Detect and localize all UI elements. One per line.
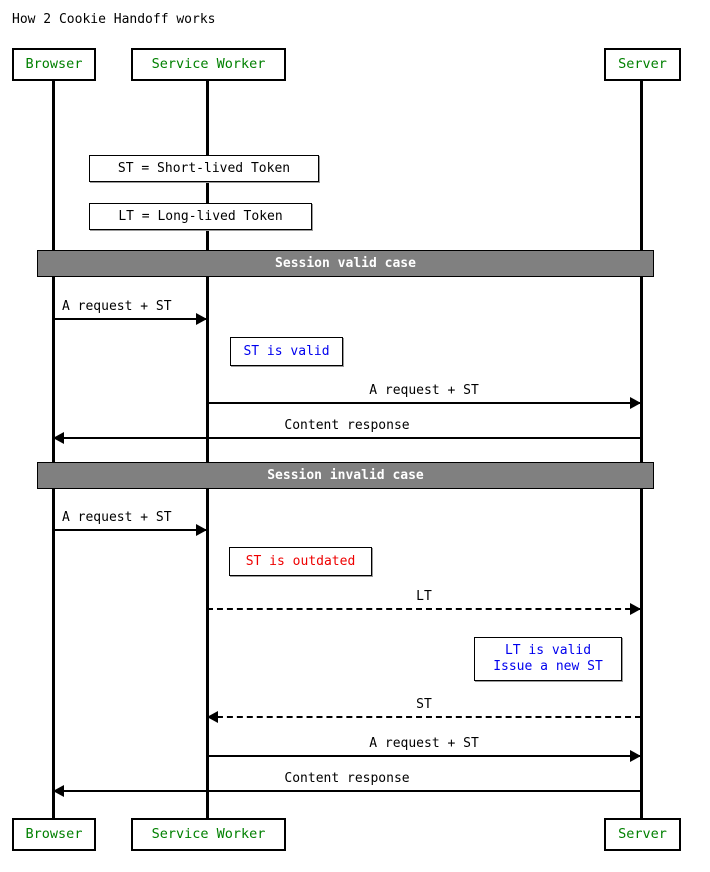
note-line: ST is outdated — [245, 553, 356, 569]
actor-box-top-0[interactable]: Browser — [12, 48, 96, 81]
note-line: Issue a new ST — [493, 659, 603, 674]
actor-label: Browser — [25, 825, 83, 842]
actor-label: Browser — [25, 55, 83, 72]
arrowhead-right-msg-2 — [630, 397, 641, 409]
section-divider-1: Session invalid case — [37, 462, 654, 489]
message-label-msg-6: ST — [416, 697, 432, 712]
note-st-outdated: ST is outdated — [229, 547, 372, 576]
message-line-msg-8 — [53, 790, 641, 792]
actor-box-bottom-2[interactable]: Server — [604, 818, 681, 851]
section-divider-label: Session valid case — [275, 256, 416, 271]
arrowhead-left-msg-8 — [53, 785, 64, 797]
message-label-msg-1: A request + ST — [62, 299, 172, 314]
legend-note-text: LT = Long-lived Token — [118, 208, 283, 224]
message-line-msg-4 — [53, 529, 207, 531]
arrowhead-right-msg-7 — [630, 750, 641, 762]
legend-note-text: ST = Short-lived Token — [117, 160, 291, 176]
actor-box-bottom-1[interactable]: Service Worker — [131, 818, 286, 851]
message-label-msg-5: LT — [416, 589, 432, 604]
page-title: How 2 Cookie Handoff works — [12, 12, 216, 27]
lifeline-browser — [52, 81, 55, 818]
actor-label: Server — [618, 55, 667, 72]
message-line-msg-1 — [53, 318, 207, 320]
actor-box-top-2[interactable]: Server — [604, 48, 681, 81]
message-line-msg-7 — [207, 755, 641, 757]
note-st-valid: ST is valid — [230, 337, 343, 366]
message-line-msg-2 — [207, 402, 641, 404]
arrowhead-left-msg-3 — [53, 432, 64, 444]
lifeline-server — [640, 81, 643, 818]
section-divider-0: Session valid case — [37, 250, 654, 277]
arrowhead-right-msg-1 — [196, 313, 207, 325]
actor-label: Server — [618, 825, 667, 842]
arrowhead-right-msg-4 — [196, 524, 207, 536]
legend-note-0: ST = Short-lived Token — [89, 155, 319, 182]
arrowhead-right-msg-5 — [630, 603, 641, 615]
note-line: ST is valid — [243, 343, 330, 359]
message-line-msg-5 — [207, 608, 641, 610]
legend-note-1: LT = Long-lived Token — [89, 203, 312, 230]
message-label-msg-2: A request + ST — [369, 383, 479, 398]
section-divider-label: Session invalid case — [267, 468, 424, 483]
arrowhead-left-msg-6 — [207, 711, 218, 723]
message-line-msg-3 — [53, 437, 641, 439]
message-line-msg-6 — [207, 716, 641, 718]
actor-box-top-1[interactable]: Service Worker — [131, 48, 286, 81]
note-line: LT is valid — [504, 643, 592, 658]
lifeline-worker — [206, 81, 209, 818]
message-label-msg-7: A request + ST — [369, 736, 479, 751]
message-label-msg-4: A request + ST — [62, 510, 172, 525]
actor-box-bottom-0[interactable]: Browser — [12, 818, 96, 851]
actor-label: Service Worker — [151, 825, 266, 842]
message-label-msg-3: Content response — [284, 418, 410, 433]
actor-label: Service Worker — [151, 55, 266, 72]
message-label-msg-8: Content response — [284, 771, 410, 786]
